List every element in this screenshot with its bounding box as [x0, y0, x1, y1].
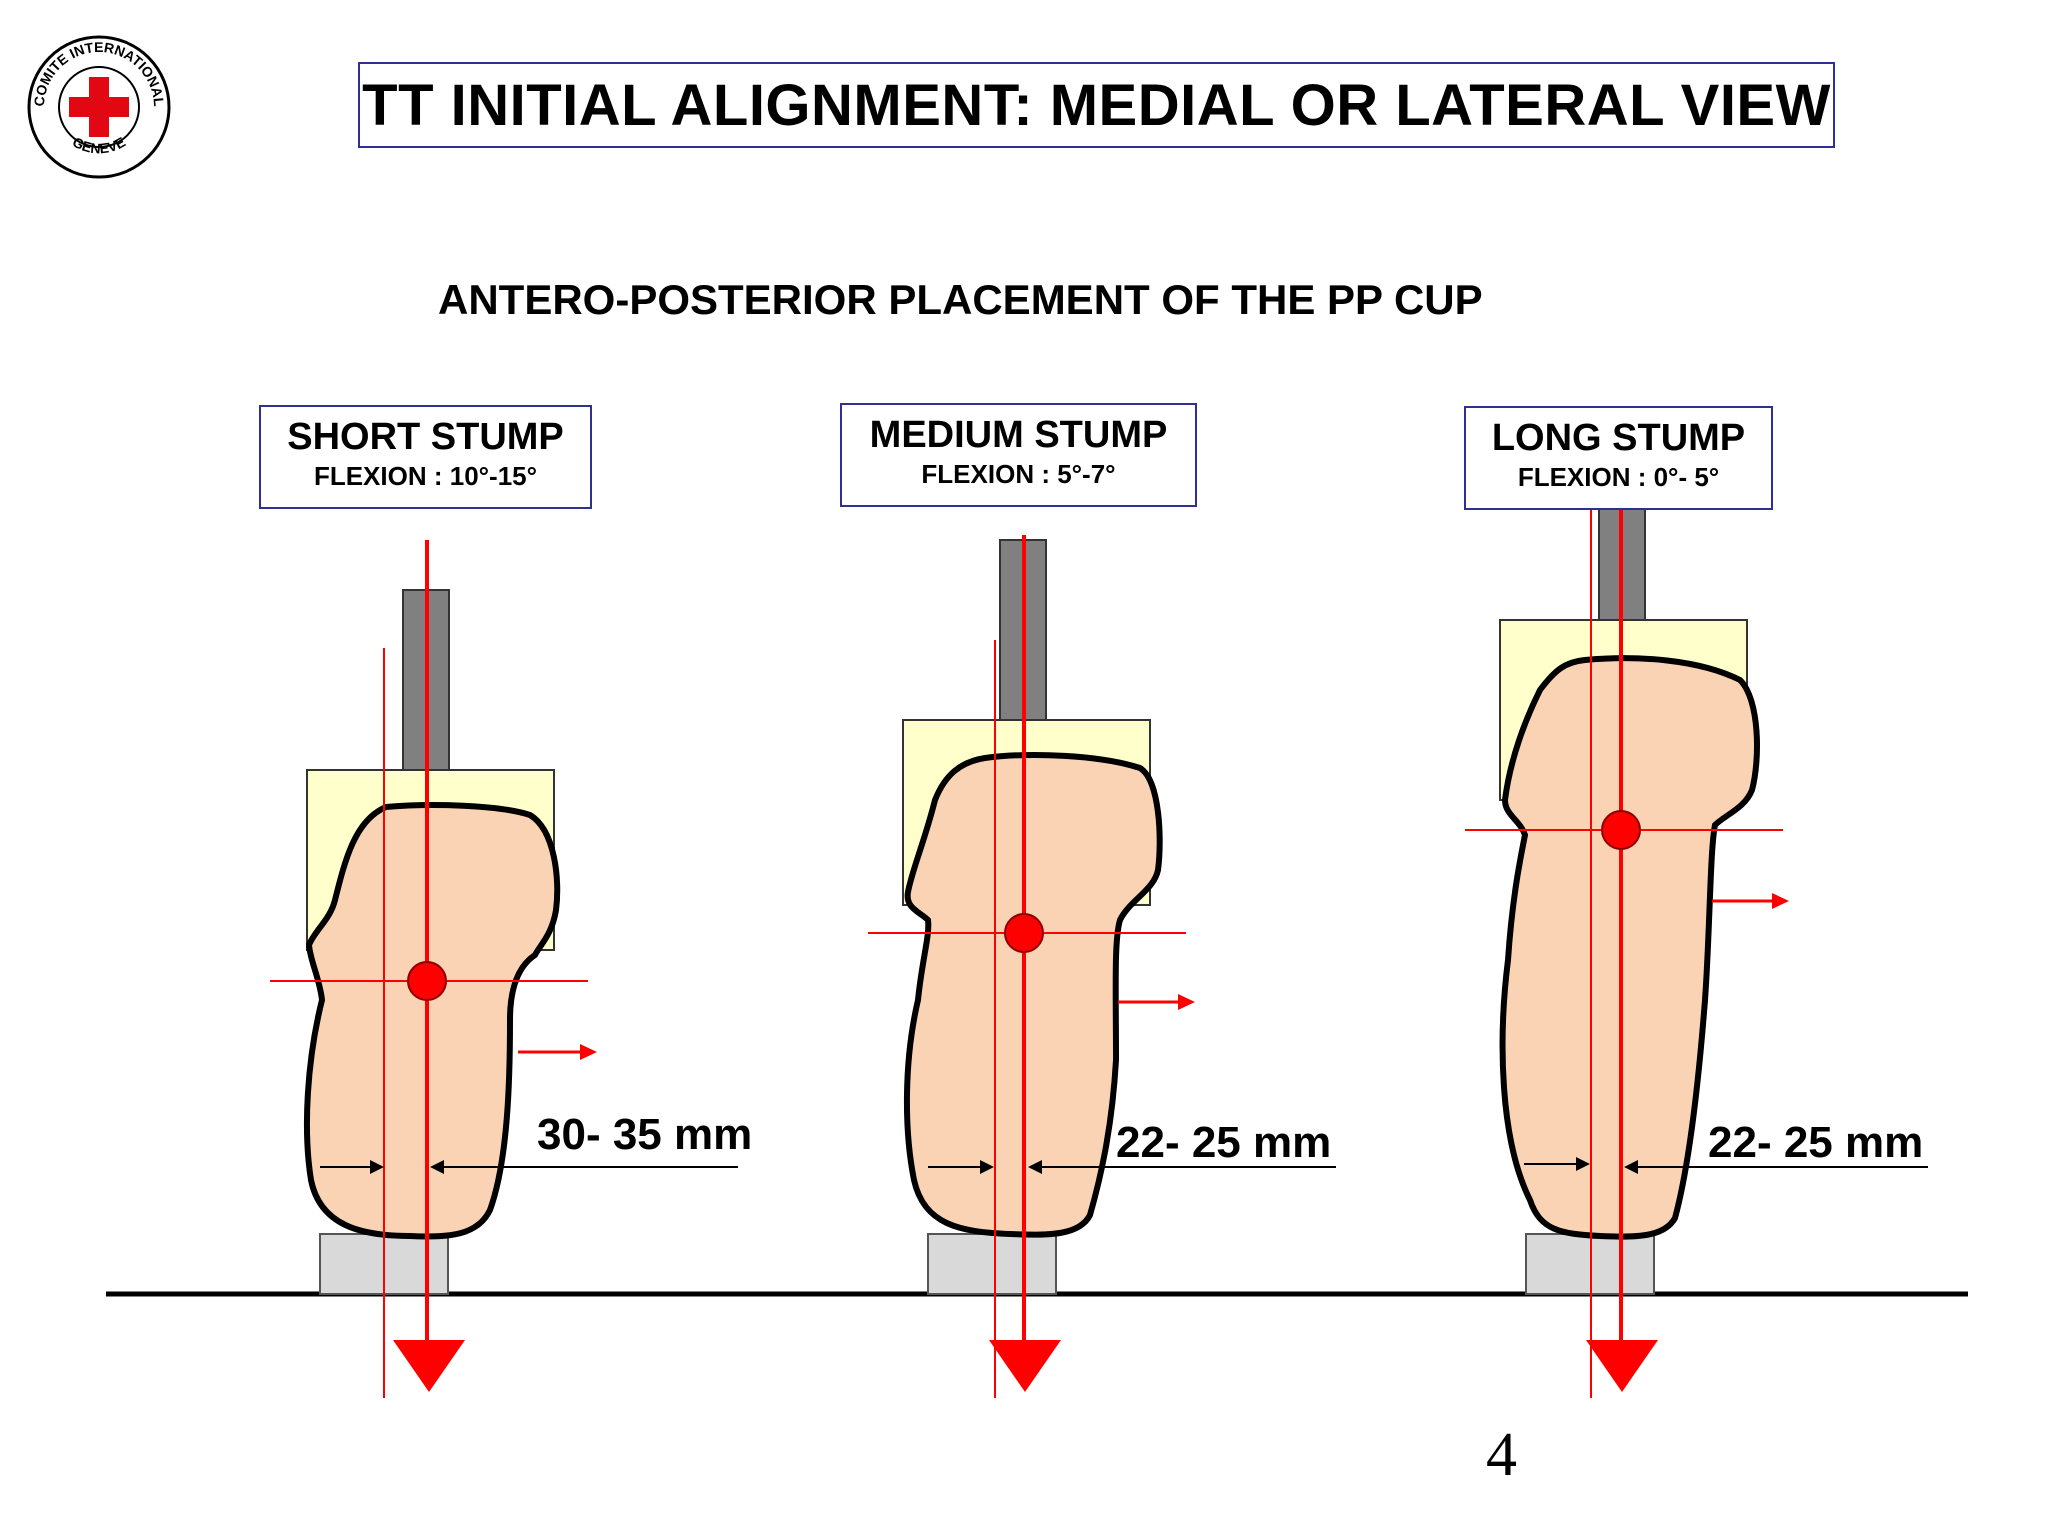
stump-outline: [303, 802, 561, 1240]
medium-stump-label: MEDIUM STUMP FLEXION : 5°-7°: [840, 403, 1197, 507]
stump-outline: [903, 752, 1163, 1238]
alignment-point: [407, 961, 447, 1001]
page-title: TT INITIAL ALIGNMENT: MEDIAL OR LATERAL …: [358, 62, 1835, 148]
dimension-arrows: [320, 1160, 738, 1174]
flexion-range: FLEXION : 5°-7°: [921, 459, 1116, 489]
stump-name: MEDIUM STUMP: [869, 414, 1168, 456]
medium-stump-figure: [868, 535, 1336, 1398]
icrc-logo: COMITE INTERNATIONAL GENEVE: [27, 35, 171, 179]
long-stump-label: LONG STUMP FLEXION : 0°- 5°: [1464, 406, 1773, 510]
section-subtitle: ANTERO-POSTERIOR PLACEMENT OF THE PP CUP: [438, 276, 1483, 323]
down-arrow-icon: [1586, 1340, 1658, 1392]
flexion-range: FLEXION : 10°-15°: [313, 461, 538, 491]
short-stump-label: SHORT STUMP FLEXION : 10°-15°: [259, 405, 592, 509]
arrow-right-icon: [1118, 994, 1195, 1010]
foot-block: [927, 1233, 1057, 1295]
arrow-right-icon: [1712, 893, 1789, 909]
alignment-point: [1601, 810, 1641, 850]
down-arrow-icon: [393, 1340, 465, 1392]
dimension-arrows: [1524, 1157, 1928, 1174]
short-stump-offset: 30- 35 mm: [537, 1110, 753, 1159]
medium-stump-offset: 22- 25 mm: [1116, 1118, 1332, 1167]
long-stump-offset: 22- 25 mm: [1708, 1118, 1924, 1167]
alignment-point: [1004, 913, 1044, 953]
red-cross-icon: [69, 77, 129, 137]
short-stump-figure: [270, 540, 738, 1398]
flexion-range: FLEXION : 0°- 5°: [1517, 462, 1720, 492]
page-number: 4: [1486, 1421, 1517, 1489]
stump-name: SHORT STUMP: [287, 416, 564, 458]
logo-ring-text-bottom: GENEVE: [70, 134, 128, 157]
stump-name: LONG STUMP: [1491, 417, 1746, 459]
down-arrow-icon: [989, 1340, 1061, 1392]
arrow-right-icon: [518, 1044, 597, 1060]
dimension-arrows: [928, 1160, 1336, 1174]
long-stump-figure: [1465, 504, 1928, 1398]
